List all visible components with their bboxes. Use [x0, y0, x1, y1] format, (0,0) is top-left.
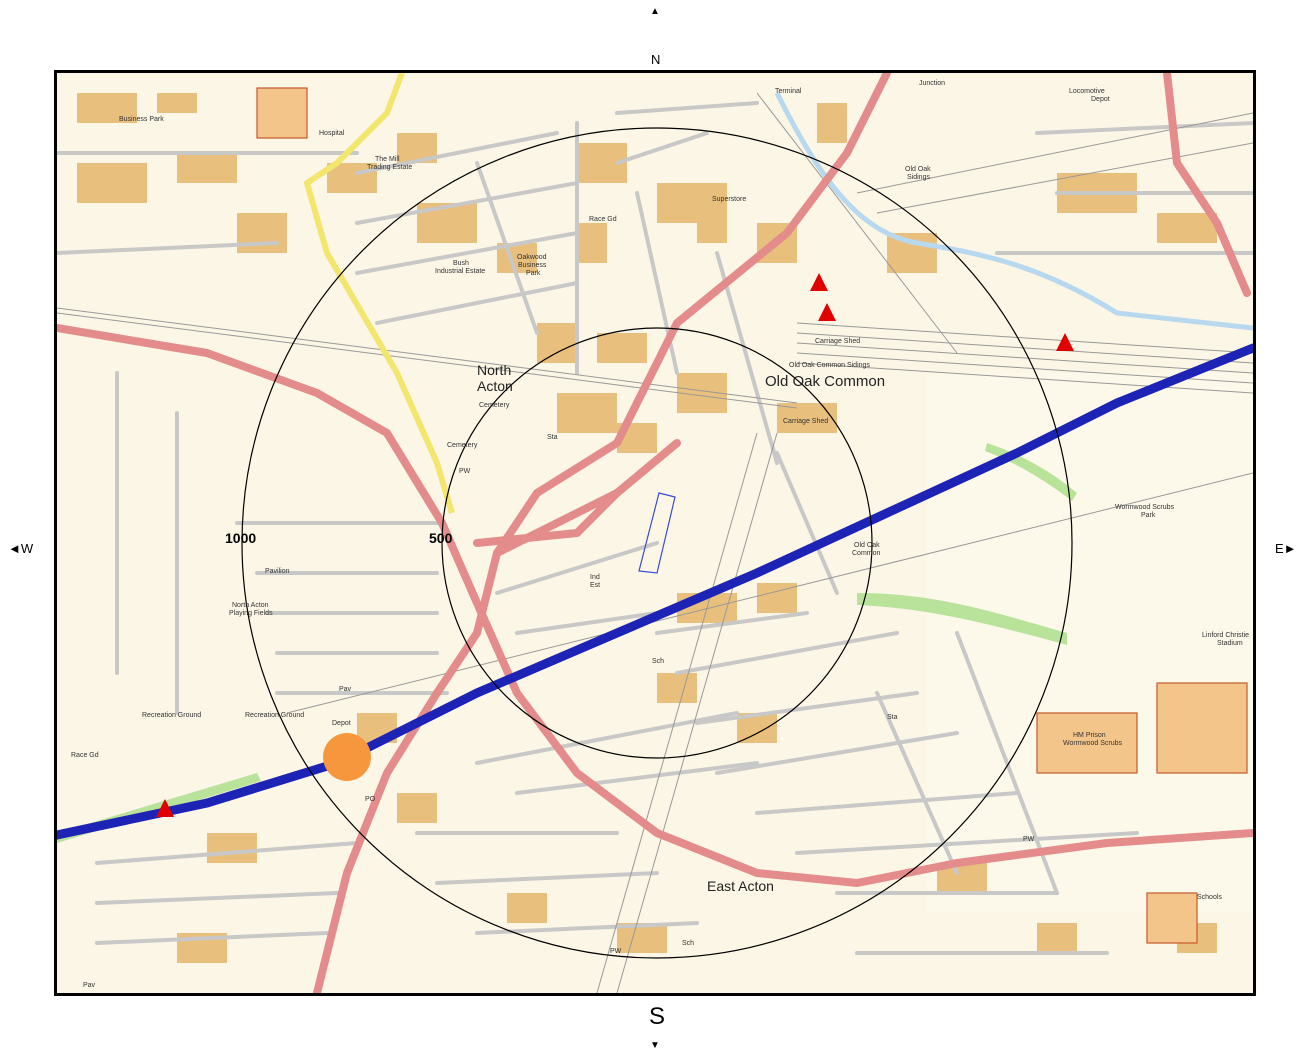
place-label: Stadium: [1217, 640, 1243, 647]
green-strip: [857, 593, 1067, 645]
place-label: Depot: [332, 720, 351, 727]
place-label: Depot: [1091, 96, 1110, 103]
place-label: PW: [459, 468, 471, 475]
place-label: Recreation Ground: [142, 712, 201, 719]
compass-south-label: S: [649, 1003, 666, 1030]
place-label: The Mill: [375, 156, 400, 163]
place-label: Ind: [590, 574, 600, 581]
place-label-east-acton: East Acton: [707, 878, 774, 894]
north-arrow-icon: ▲: [650, 6, 660, 17]
hospital-building: [256, 87, 308, 139]
place-label: Sta: [887, 714, 898, 721]
minor-roads: [57, 101, 1253, 955]
place-label: Park: [526, 270, 541, 277]
place-label-north-acton: North: [477, 362, 511, 378]
place-label: North Acton: [232, 602, 269, 609]
place-label: Pav: [339, 686, 352, 693]
place-label: Wormwood Scrubs: [1063, 740, 1123, 747]
place-label: Terminal: [775, 88, 802, 95]
place-label: Carriage Shed: [783, 418, 828, 425]
place-label: Locomotive: [1069, 88, 1105, 95]
place-label-north-acton: Acton: [477, 378, 513, 394]
map-canvas[interactable]: 500 1000 North Acton Old Oak Common East…: [57, 73, 1253, 993]
place-label: Sch: [652, 658, 664, 665]
prison-building: [1156, 682, 1248, 774]
place-label: Old Oak Common Sidings: [789, 362, 870, 369]
compass-east-label: E►: [1275, 541, 1297, 556]
place-label: Business: [518, 262, 547, 269]
place-label: Recreation Ground: [245, 712, 304, 719]
place-label: Old Oak: [854, 542, 880, 549]
place-label: PW: [610, 948, 622, 955]
prison-building: [1036, 712, 1138, 774]
place-label: Junction: [919, 80, 945, 87]
place-label: Common: [852, 550, 881, 557]
place-label: HM Prison: [1073, 732, 1106, 739]
place-label: Hospital: [319, 130, 345, 137]
place-label: Superstore: [712, 196, 746, 203]
place-label: Carriage Shed: [815, 338, 860, 345]
place-label: Playing Fields: [229, 610, 273, 617]
triangle-marker-icon[interactable]: [818, 303, 836, 321]
ring-label-500: 500: [429, 530, 453, 546]
place-label: Bush: [453, 260, 469, 267]
place-label: Race Gd: [71, 752, 99, 759]
place-label: PW: [1023, 836, 1035, 843]
south-arrow-icon: ▼: [650, 1040, 660, 1051]
place-label: Old Oak: [905, 166, 931, 173]
place-label: Business Park: [119, 116, 164, 123]
place-label: Cemetery: [479, 402, 510, 409]
wormwood-scrubs-park: [927, 373, 1253, 913]
place-label: PO: [365, 796, 376, 803]
place-label: Industrial Estate: [435, 268, 485, 275]
triangle-marker-icon[interactable]: [810, 273, 828, 291]
grand-union-canal: [774, 91, 1253, 331]
triangle-marker-icon[interactable]: [156, 799, 174, 817]
railway-lines: [57, 92, 1253, 993]
place-label: Sch: [682, 940, 694, 947]
ring-label-1000: 1000: [225, 530, 256, 546]
site-marker-icon[interactable]: [323, 733, 371, 781]
yellow-a-road: [304, 73, 455, 514]
place-label: Trading Estate: [367, 164, 412, 171]
place-label: Sta: [547, 434, 558, 441]
place-label: Pav: [83, 982, 96, 989]
triangle-marker-icon[interactable]: [1056, 333, 1074, 351]
place-label: Schools: [1197, 894, 1222, 901]
place-label-old-oak-common: Old Oak Common: [765, 373, 885, 390]
buffer-ring-500: [441, 327, 873, 759]
compass-north-label: N: [651, 52, 661, 67]
school-building: [1146, 892, 1198, 944]
place-label: Pavilion: [265, 568, 290, 575]
place-label: Oakwood: [517, 254, 547, 261]
place-label: Race Gd: [589, 216, 617, 223]
place-label: Wormwood Scrubs: [1115, 504, 1175, 511]
map-frame[interactable]: 500 1000 North Acton Old Oak Common East…: [54, 70, 1256, 996]
compass-west-label: ◄W: [8, 541, 34, 556]
rail-route: [57, 343, 1253, 840]
site-outline: [638, 492, 676, 574]
place-label: Cemetery: [447, 442, 478, 449]
place-label: Est: [590, 582, 600, 589]
buffer-ring-1000: [241, 127, 1073, 959]
place-label: Sidings: [907, 174, 930, 181]
main-roads: [57, 73, 1253, 993]
place-label: Park: [1141, 512, 1156, 519]
place-label: Linford Christie: [1202, 632, 1249, 639]
